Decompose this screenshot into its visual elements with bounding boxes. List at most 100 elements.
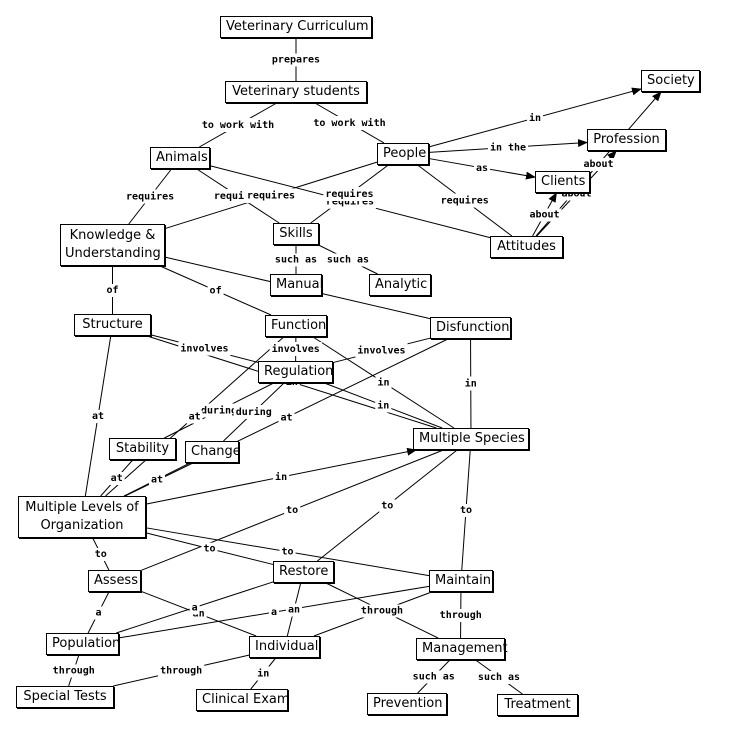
link-label-background	[375, 398, 392, 413]
node-treatment[interactable]: Treatment	[497, 694, 578, 716]
link-label: at	[92, 411, 104, 422]
link-label: in the	[490, 141, 526, 153]
link-label: a	[271, 607, 277, 618]
link-label-background	[90, 410, 107, 423]
link-label: such as	[478, 672, 520, 683]
node-special-tests[interactable]: Special Tests	[16, 686, 114, 708]
link-label: such as	[413, 672, 455, 683]
link-label-background	[323, 187, 376, 201]
node-multiple-levels-of-organization[interactable]: Multiple Levels of Organization	[18, 496, 146, 538]
node-society[interactable]: Society	[641, 70, 700, 92]
link-label-background	[124, 189, 177, 204]
link-label: to work with	[313, 117, 385, 129]
node-prevention[interactable]: Prevention	[367, 693, 447, 715]
link-label-background	[104, 284, 121, 297]
link-label-background	[581, 158, 616, 171]
link-label-background	[437, 609, 484, 622]
link-label-background	[93, 606, 104, 620]
node-animals[interactable]: Animals	[150, 147, 210, 169]
link-label-background	[375, 375, 392, 390]
link-label-background	[201, 542, 218, 556]
node-management[interactable]: Management	[416, 638, 508, 660]
node-stability[interactable]: Stability	[109, 438, 176, 460]
node-clients[interactable]: Clients	[535, 171, 590, 193]
link-label-background	[324, 253, 372, 267]
link-label: about	[529, 210, 559, 221]
link-label: at	[151, 475, 163, 486]
link-label-background	[473, 161, 491, 175]
link-label-background	[199, 118, 277, 132]
link-label-background	[285, 603, 303, 617]
node-restore[interactable]: Restore	[273, 561, 334, 583]
node-disfunction[interactable]: Disfunction	[430, 317, 511, 339]
link-label-background	[279, 545, 296, 559]
node-assess[interactable]: Assess	[88, 570, 141, 592]
link-label: requires	[325, 188, 373, 200]
link-label-background	[50, 664, 97, 678]
link-label-background	[379, 499, 396, 513]
link-label: requires	[441, 195, 489, 207]
link-label-background	[526, 110, 544, 125]
link-label: at	[111, 473, 123, 484]
link-label-background	[148, 473, 166, 487]
link-label-background	[475, 671, 523, 684]
link-label-background	[269, 53, 323, 67]
link-label: of	[106, 285, 118, 296]
node-function[interactable]: Function	[265, 315, 327, 337]
link-label-background	[487, 140, 529, 155]
link-label: to	[281, 547, 293, 558]
link-label-background	[178, 341, 231, 356]
link-label: to work with	[202, 119, 274, 131]
node-structure[interactable]: Structure	[74, 314, 151, 336]
link-label: through	[53, 666, 95, 677]
node-skills[interactable]: Skills	[273, 223, 319, 245]
link-label-background	[207, 284, 224, 298]
link-label-background	[457, 504, 475, 517]
link-label-background	[527, 208, 562, 222]
link-label: in	[377, 377, 389, 389]
node-individual[interactable]: Individual	[249, 636, 320, 658]
link-label: to	[286, 505, 298, 516]
link-label-background	[255, 666, 272, 681]
link-label: requires	[126, 191, 174, 203]
node-veterinary-curriculum[interactable]: Veterinary Curriculum	[220, 16, 372, 38]
link-label: as	[476, 163, 488, 174]
link-label: to	[203, 544, 215, 555]
link-label-background	[268, 606, 280, 620]
node-analytic[interactable]: Analytic	[369, 274, 431, 296]
node-population[interactable]: Population	[46, 633, 120, 655]
link-label: such as	[275, 255, 317, 266]
node-profession[interactable]: Profession	[587, 129, 666, 151]
link-label-background	[311, 116, 388, 130]
node-clinical-exam[interactable]: Clinical Exam	[196, 689, 290, 711]
link-label-background	[158, 664, 205, 678]
node-attitudes[interactable]: Attitudes	[490, 236, 563, 258]
link-label: during	[201, 405, 237, 417]
node-multiple-species[interactable]: Multiple Species	[413, 428, 529, 450]
node-regulation[interactable]: Regulation	[258, 361, 333, 383]
node-veterinary-students[interactable]: Veterinary students	[225, 81, 367, 103]
link-label: to	[381, 501, 393, 512]
link-label: at	[281, 413, 293, 424]
link-label: about	[583, 159, 613, 170]
link-label: involves	[272, 343, 320, 355]
link-label-background	[278, 411, 295, 425]
link-label: a	[95, 608, 101, 619]
link-label-background	[198, 403, 240, 418]
node-knowledge-understanding[interactable]: Knowledge & Understanding	[60, 224, 165, 266]
node-people[interactable]: People	[377, 143, 429, 165]
link-label-background	[269, 342, 322, 356]
link-label-background	[233, 405, 274, 419]
link-label: at	[189, 412, 201, 423]
node-maintain[interactable]: Maintain	[429, 570, 493, 592]
link-label: requires	[247, 189, 295, 201]
link-label: such as	[327, 255, 369, 266]
link-label: a	[192, 602, 198, 613]
link-label: through	[160, 666, 202, 677]
node-manual[interactable]: Manual	[270, 274, 323, 296]
node-change[interactable]: Change	[185, 441, 241, 463]
link-label: involves	[180, 343, 228, 355]
link-label-background	[438, 193, 491, 208]
